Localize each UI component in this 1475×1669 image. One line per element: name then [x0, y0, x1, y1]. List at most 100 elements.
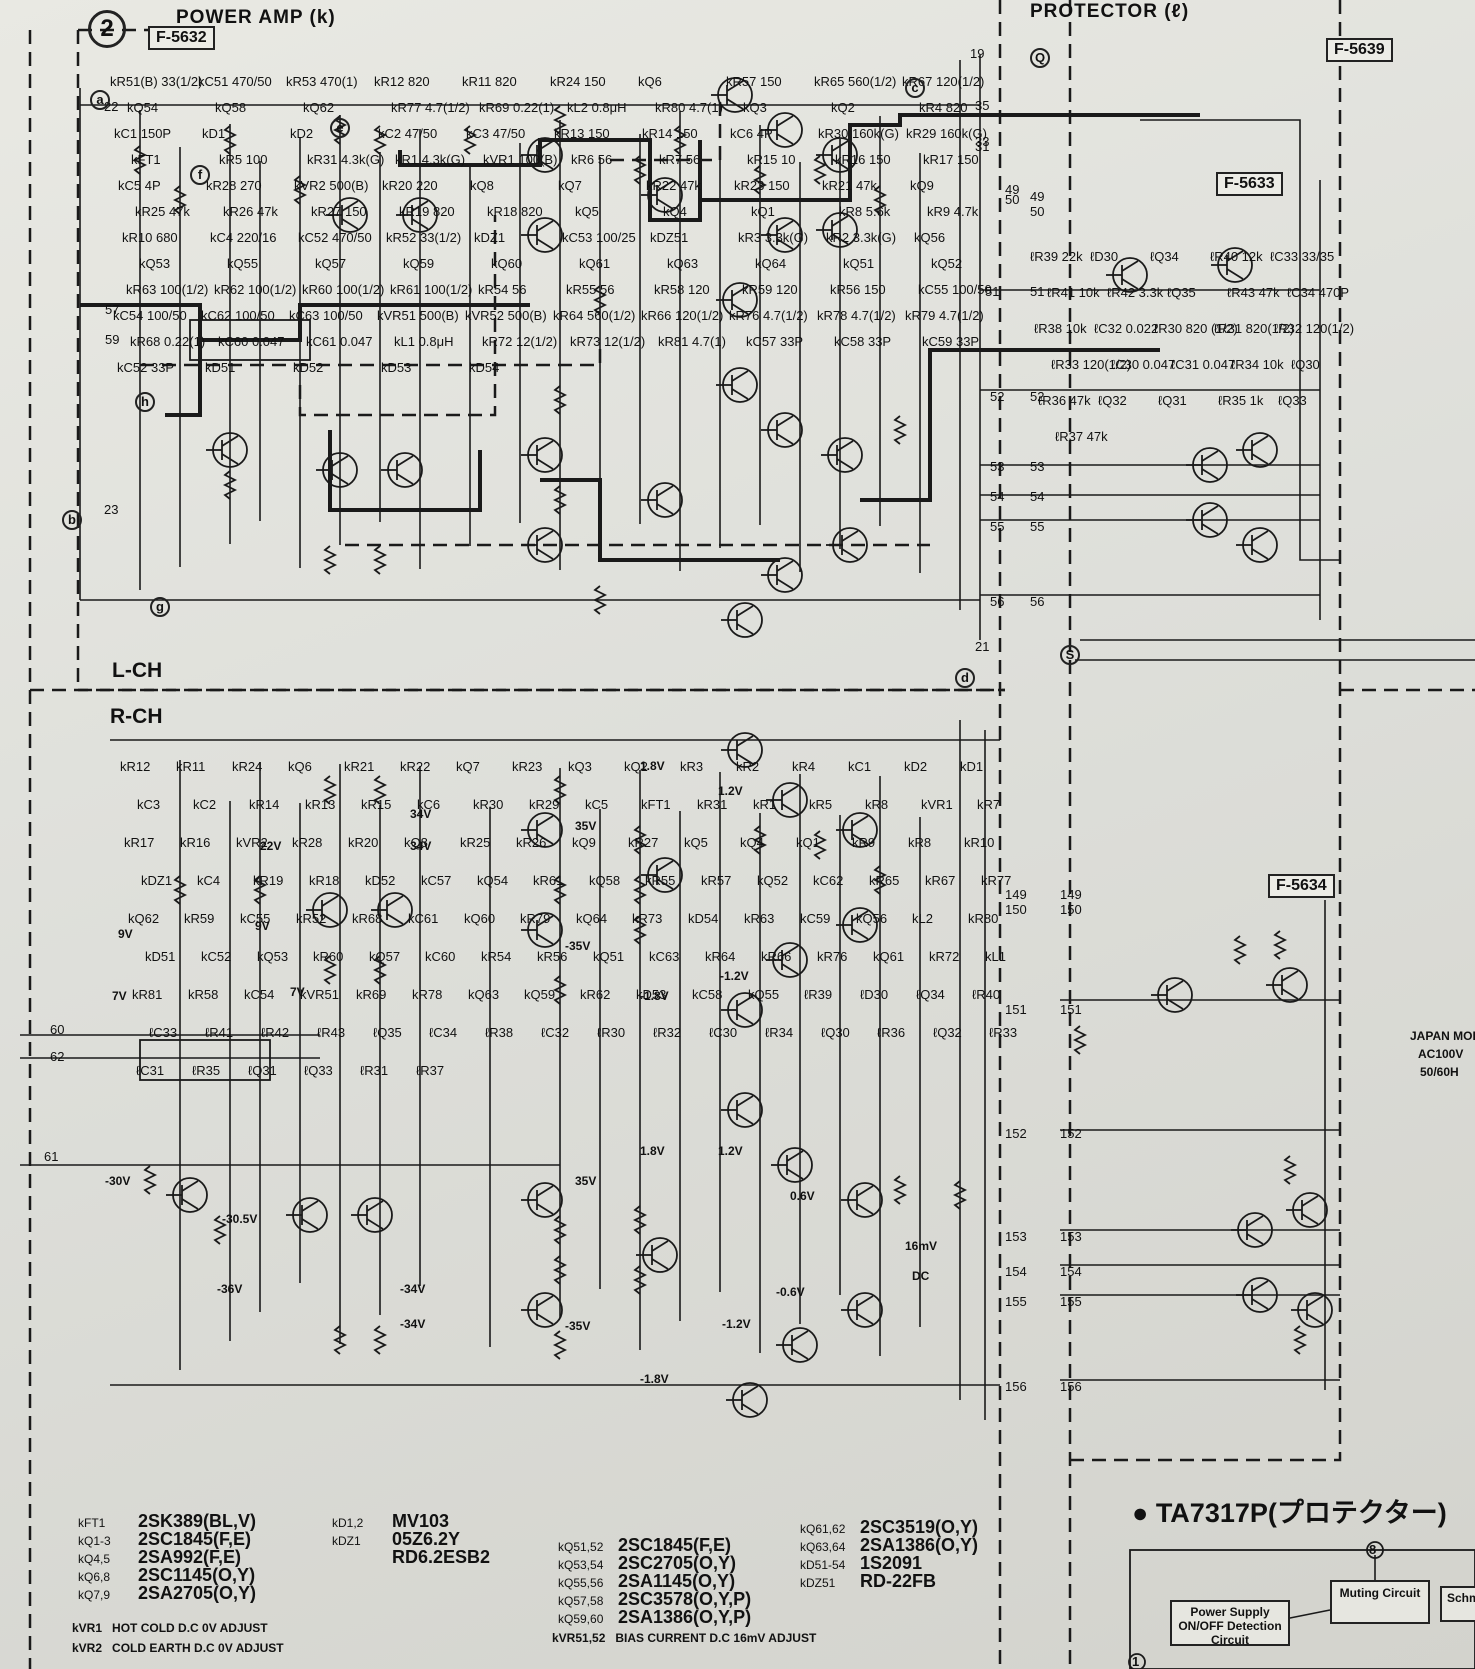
bottom-part-label: kR62 — [580, 987, 611, 1002]
transistor-q58-c — [776, 115, 794, 127]
top-part-label: kR53 470(1) — [286, 74, 358, 89]
bottom-part-label: kR14 — [249, 797, 280, 812]
bottom-part-label: ℓC34 — [429, 1025, 458, 1040]
transistor-lq32-e — [1251, 453, 1269, 465]
legend-ref: kD1,2 — [332, 1516, 364, 1530]
pin-number: 50 — [1005, 192, 1020, 207]
transistor-b-q59-e — [791, 1348, 809, 1360]
pin-number: 61 — [44, 1149, 59, 1164]
resistor-top-10 — [672, 125, 688, 155]
bottom-part-label: kD2 — [904, 759, 928, 774]
adjust-vr2: kVR2 COLD EARTH D.C 0V ADJUST — [72, 1642, 284, 1654]
transistor-lq30-c — [1201, 450, 1219, 462]
pin-number: 155 — [1060, 1294, 1082, 1309]
bottom-part-label: kR64 — [705, 949, 736, 964]
transistor-b-q08-c — [536, 1185, 554, 1197]
bottom-part-label: ℓQ34 — [916, 987, 945, 1002]
bottom-part-label: kR72 — [929, 949, 960, 964]
resistor-top-2 — [222, 125, 238, 155]
transistor-b-q04-c — [366, 1200, 384, 1212]
top-part-label: kR79 4.7(1/2) — [905, 308, 984, 323]
resistor-top-9 — [632, 155, 648, 185]
bottom-part-label: kC3 — [137, 797, 161, 812]
transistor-q02-e — [411, 218, 429, 230]
transistor-q56a-e — [656, 198, 674, 210]
transistor-q51-e — [656, 503, 674, 515]
japan-ac-note: AC100V — [1418, 1047, 1464, 1061]
transistor-b-q51-c — [651, 1240, 669, 1252]
transistor-q09-c — [536, 530, 554, 542]
protector-part-label: ℓQ31 — [1158, 393, 1187, 408]
top-part-label: kC62 100/50 — [201, 308, 275, 323]
resistor-bottom-27 — [332, 1325, 348, 1355]
pin-number: 153 — [1005, 1229, 1027, 1244]
voltage-label: 7V — [290, 985, 305, 999]
top-part-label: kVR52 500(B) — [465, 308, 547, 323]
bottom-part-label: kVR51 — [300, 987, 340, 1002]
bottom-part-label: kR58 — [188, 987, 219, 1002]
pin-number: 151 — [1060, 1002, 1082, 1017]
pin-number: 33 — [975, 134, 990, 149]
transistor-b-q58-c — [781, 785, 799, 797]
voltage-label: 7V — [112, 989, 127, 1003]
bottom-part-label: kR22 — [400, 759, 431, 774]
bottom-part-label: kR56 — [537, 949, 568, 964]
resistor-bottom-23 — [1232, 935, 1248, 965]
top-part-label: kQ56 — [914, 230, 946, 245]
thick-path-6 — [540, 478, 780, 562]
transistor-b-q55-e — [741, 1403, 759, 1415]
bottom-part-label: kC6 — [417, 797, 441, 812]
resistor-bottom-18 — [812, 830, 828, 860]
voltage-label: -1.8V — [640, 989, 669, 1003]
bottom-part-label: kDZ1 — [141, 873, 173, 888]
thick-path-5 — [328, 430, 482, 512]
top-part-label: kR5 100 — [219, 152, 268, 167]
legend-ref: kQ53,54 — [558, 1558, 604, 1572]
resistor-bottom-7 — [552, 875, 568, 905]
top-part-label: kR1 4.3k(G) — [395, 152, 466, 167]
transistor-b-q03-c — [321, 895, 339, 907]
transistor-q01-e — [221, 453, 239, 465]
bottom-part-label: kR24 — [232, 759, 263, 774]
legend-ref: kQ63,64 — [800, 1540, 846, 1554]
pin-number: 151 — [1005, 1002, 1027, 1017]
bottom-part-label: kVR1 — [921, 797, 953, 812]
top-part-label: kC52 33P — [117, 360, 175, 375]
transistor-b-q52-c — [656, 860, 674, 872]
terminal-e: e — [330, 118, 350, 138]
bottom-part-label: kR2 — [736, 759, 760, 774]
resistor-bottom-9 — [552, 1215, 568, 1245]
resistor-top-18 — [372, 545, 388, 575]
transistor-b-q32-e — [1301, 1213, 1319, 1225]
bottom-part-label: kQ4 — [740, 835, 764, 850]
terminal-b: b — [62, 510, 82, 530]
protector-ic-title: ● TA7317P(プロテクター) — [1132, 1498, 1447, 1528]
top-part-label: kR69 0.22(1) — [479, 100, 555, 115]
top-part-label: kR9 4.7k — [927, 204, 979, 219]
board-f5633: F-5633 — [1216, 172, 1283, 196]
pin-number: 59 — [105, 332, 120, 347]
legend-part: 2SA1386(O,Y) — [860, 1535, 979, 1555]
transistor-q55-c — [736, 605, 754, 617]
top-part-label: kR52 33(1/2) — [386, 230, 462, 245]
bottom-part-label: kQ61 — [873, 949, 905, 964]
voltage-label: 34V — [410, 839, 432, 853]
top-part-label: kFT1 — [131, 152, 161, 167]
transistor-q57-e — [776, 433, 794, 445]
bottom-part-label: kC2 — [193, 797, 217, 812]
resistor-bottom-29 — [142, 1165, 158, 1195]
top-part-label: kR24 150 — [550, 74, 606, 89]
bottom-part-label: kR18 — [309, 873, 340, 888]
pin-number: 53 — [990, 459, 1005, 474]
bottom-part-label: kR10 — [964, 835, 995, 850]
bottom-part-label: kR60 — [313, 949, 344, 964]
bottom-part-label: kR68 — [352, 911, 383, 926]
protector-part-label: ℓC33 33/35 — [1270, 249, 1335, 264]
bottom-part-label: ℓR43 — [317, 1025, 346, 1040]
legend-part: 2SK389(BL,V) — [138, 1511, 257, 1531]
pin-number: 53 — [1030, 459, 1045, 474]
bottom-part-label: kR9 — [852, 835, 876, 850]
